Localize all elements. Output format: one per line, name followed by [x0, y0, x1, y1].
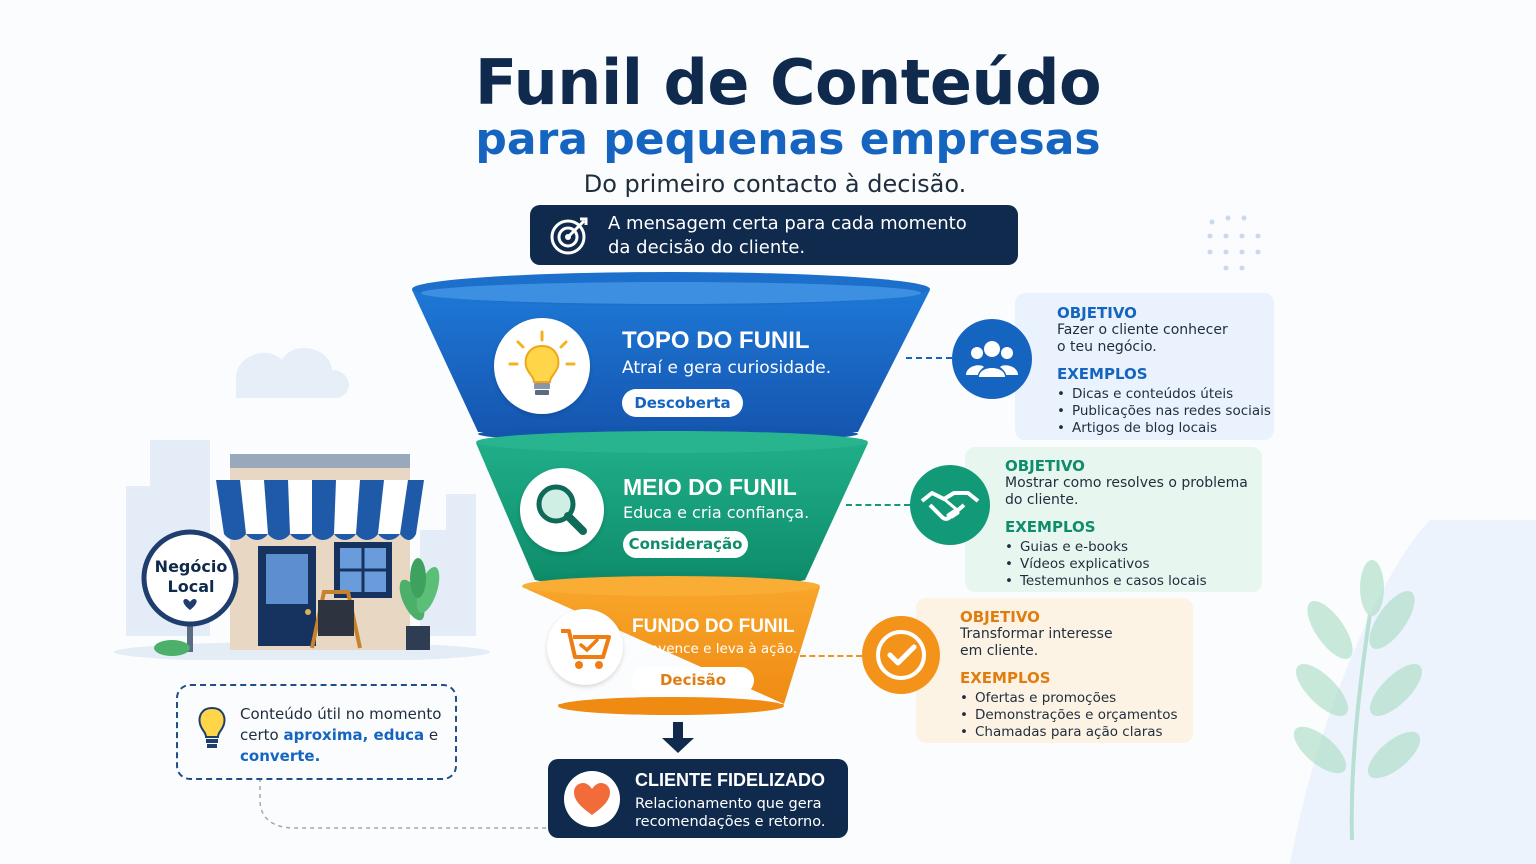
people-icon: [966, 341, 1018, 377]
stage-top-icon-circle: [494, 318, 590, 414]
loyal-customer-box: CLIENTE FIDELIZADO Relacionamento que ge…: [548, 759, 848, 838]
example-item: Demonstrações e orçamentos: [960, 707, 1178, 724]
target-icon: [550, 217, 588, 255]
example-item: Guias e e-books: [1005, 539, 1248, 556]
plant-decoration: [1293, 560, 1422, 841]
example-item: Ofertas e promoções: [960, 690, 1178, 707]
insight-note: Conteúdo útil no momento certo aproxima,…: [176, 684, 457, 780]
dot-grid-decoration: [1207, 215, 1261, 271]
stage-bottom-title: FUNDO DO FUNIL: [632, 616, 795, 637]
objective-text: o teu negócio.: [1057, 339, 1157, 355]
objective-text: do cliente.: [1005, 492, 1079, 508]
objective-card-middle: OBJETIVO Mostrar como resolves o problem…: [965, 447, 1262, 592]
lightbulb-icon: [198, 706, 226, 748]
note-text-bold: aproxima, educa: [283, 726, 425, 744]
note-text-plain: Conteúdo útil no momento certo: [240, 705, 442, 744]
check-badge-icon: [876, 630, 926, 680]
storefront-icon: [114, 454, 490, 660]
banner-line-1: A mensagem certa para cada momento: [608, 213, 967, 234]
examples-label: EXEMPLOS: [1005, 518, 1096, 536]
banner-line-2: da decisão do cliente.: [608, 237, 806, 258]
objective-card-bottom: OBJETIVO Transformar interesse em client…: [916, 598, 1193, 743]
heart-icon: [574, 783, 610, 815]
example-item: Dicas e conteúdos úteis: [1057, 386, 1271, 403]
arrow-down-icon: [662, 722, 694, 753]
note-text-bold-2: converte.: [240, 747, 321, 765]
stage-middle-title: MEIO DO FUNIL: [623, 474, 797, 500]
stage-top-title: TOPO DO FUNIL: [622, 327, 810, 354]
objective-card-top: OBJETIVO Fazer o cliente conhecer o teu …: [1015, 293, 1274, 440]
connector-top: [906, 357, 952, 359]
objective-text: Transformar interesse: [960, 626, 1113, 642]
handshake-icon-circle: [910, 465, 990, 545]
connector-middle: [846, 504, 910, 506]
examples-label: EXEMPLOS: [960, 669, 1051, 687]
stage-middle-desc: Educa e cria confiança.: [623, 503, 810, 522]
objective-text: em cliente.: [960, 643, 1039, 659]
stage-top-pill: Descoberta: [622, 389, 743, 417]
objective-text: Mostrar como resolves o problema: [1005, 475, 1248, 491]
page-subtitle: para pequenas empresas: [475, 114, 1101, 165]
stage-bottom-icon-circle: [547, 609, 623, 685]
objective-text: Fazer o cliente conhecer: [1057, 322, 1228, 338]
objective-label: OBJETIVO: [1057, 304, 1137, 322]
example-item: Artigos de blog locais: [1057, 420, 1271, 437]
store-sign-line-1: Negócio: [154, 557, 228, 576]
lightbulb-icon: [508, 330, 576, 395]
stage-top-desc: Atraí e gera curiosidade.: [622, 358, 832, 378]
objective-label: OBJETIVO: [960, 608, 1040, 626]
magnifier-icon: [536, 484, 587, 535]
example-item: Vídeos explicativos: [1005, 556, 1248, 573]
tagline: Do primeiro contacto à decisão.: [583, 170, 967, 198]
loyal-title: CLIENTE FIDELIZADO: [635, 770, 825, 790]
heart-icon-circle: [564, 771, 620, 827]
objective-label: OBJETIVO: [1005, 457, 1085, 475]
loyal-desc-line-2: recomendações e retorno.: [635, 814, 826, 830]
example-item: Chamadas para ação claras: [960, 724, 1178, 741]
example-item: Testemunhos e casos locais: [1005, 573, 1248, 590]
example-item: Publicações nas redes sociais: [1057, 403, 1271, 420]
stage-middle-icon-circle: [520, 468, 604, 552]
stage-middle-pill: Consideração: [623, 531, 748, 558]
check-badge-icon-circle: [862, 616, 940, 694]
cart-icon: [561, 629, 611, 669]
stage-bottom-desc: Convence e leva à ação.: [632, 641, 798, 657]
note-text-mid: e: [424, 726, 439, 744]
stage-bottom-pill: Decisão: [632, 667, 754, 694]
page-title: Funil de Conteúdo: [474, 46, 1102, 119]
examples-label: EXEMPLOS: [1057, 365, 1148, 383]
connector-bottom: [800, 655, 862, 657]
loyal-desc-line-1: Relacionamento que gera: [635, 796, 822, 812]
store-sign-line-2: Local: [167, 577, 215, 596]
people-icon-circle: [952, 319, 1032, 399]
handshake-icon: [920, 491, 980, 521]
message-banner: A mensagem certa para cada momento da de…: [530, 205, 1018, 265]
